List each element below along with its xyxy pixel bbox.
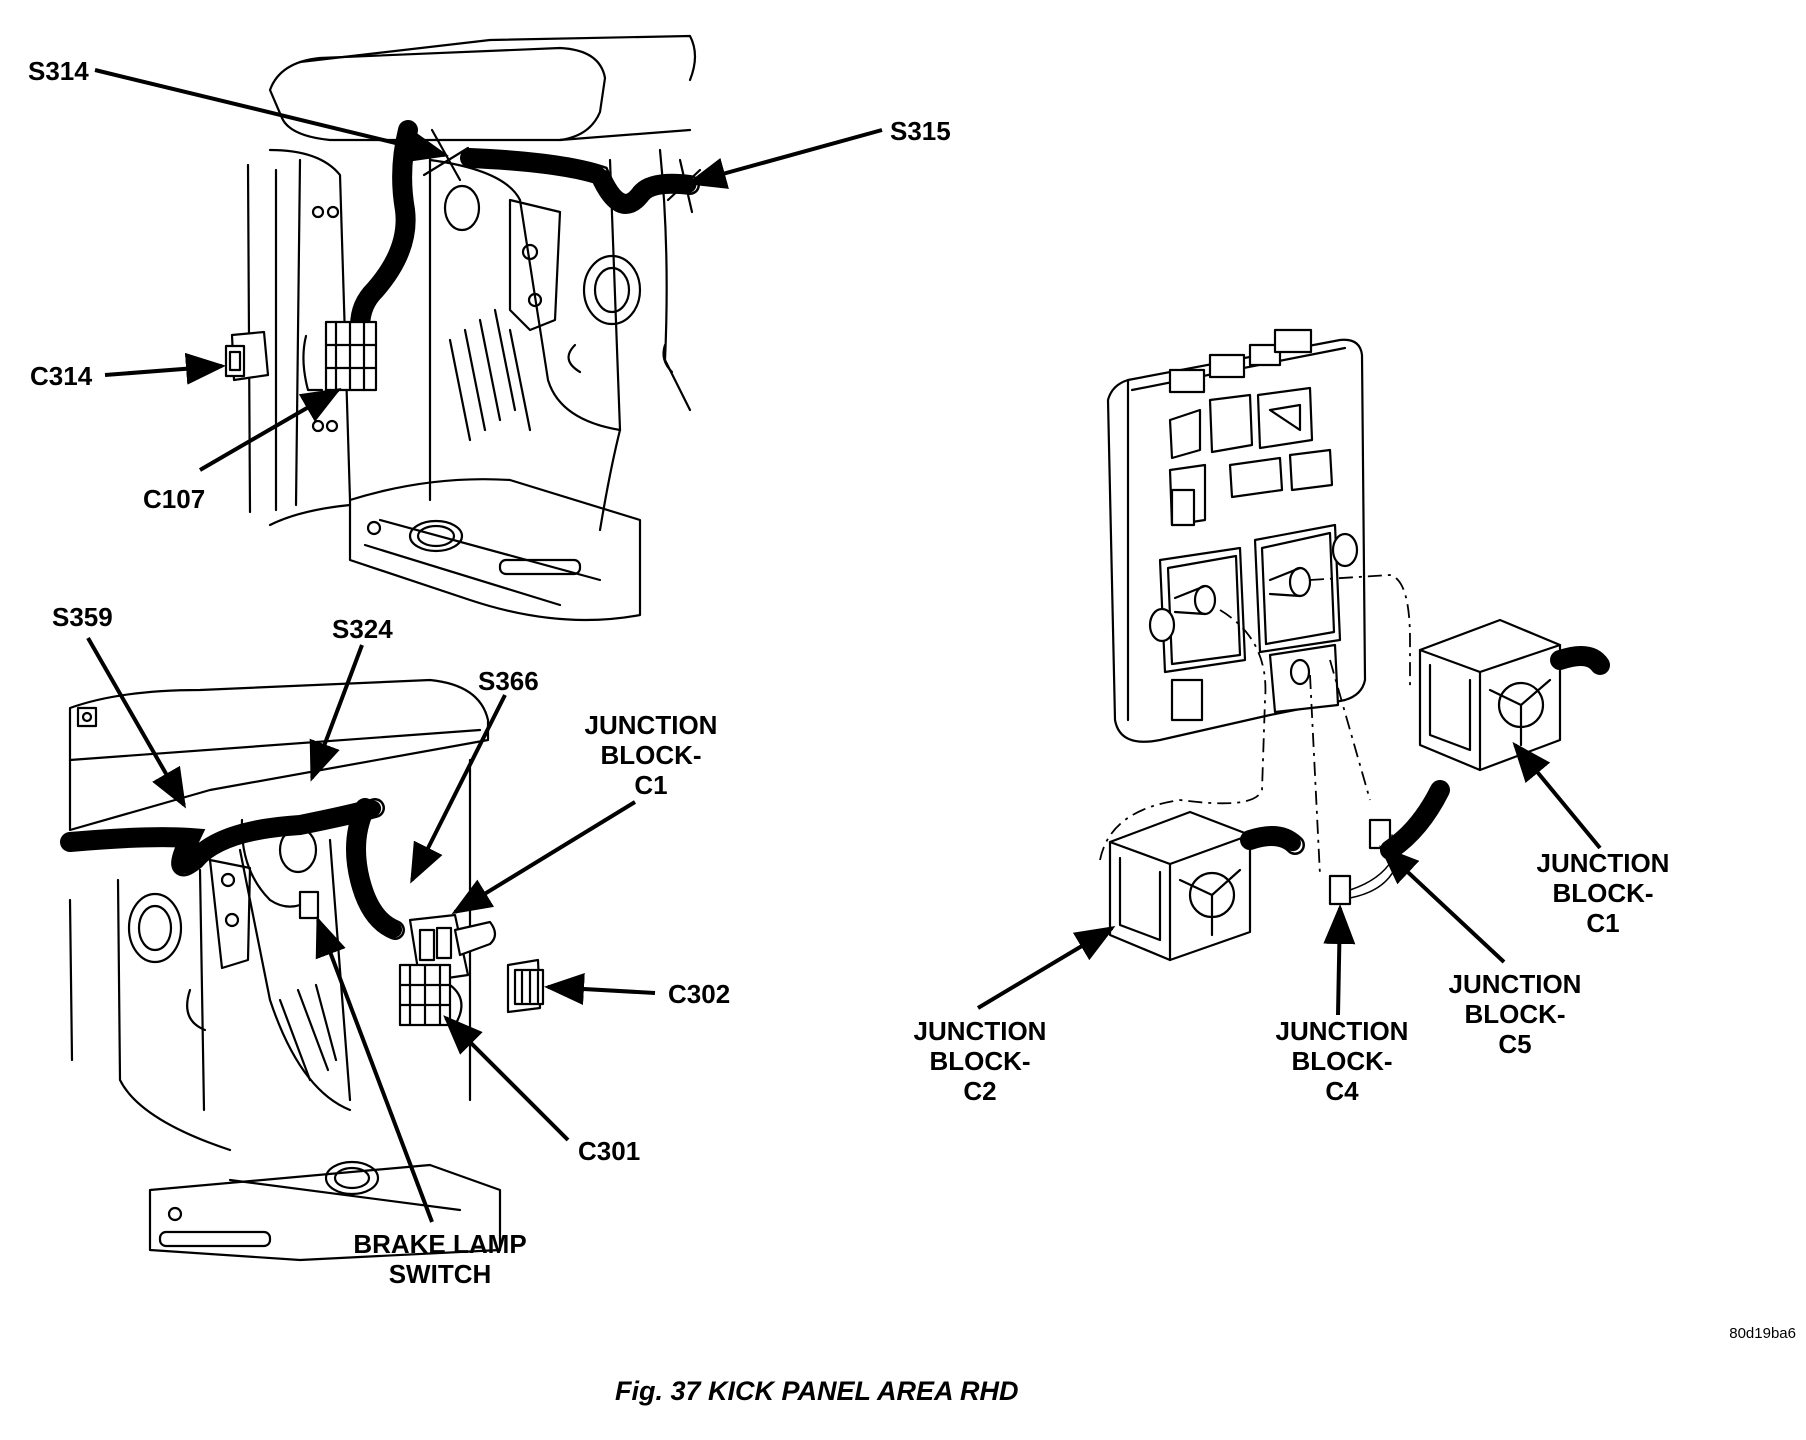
svg-text:SWITCH: SWITCH [389, 1259, 492, 1289]
label-junction-block-c1-left: JUNCTION BLOCK- C1 [585, 710, 718, 800]
arrow-s359 [86, 637, 186, 809]
svg-text:JUNCTION: JUNCTION [1537, 848, 1670, 878]
label-junction-block-c5: JUNCTION BLOCK- C5 [1449, 969, 1582, 1059]
svg-text:C4: C4 [1325, 1076, 1359, 1106]
label-c314: C314 [30, 361, 93, 391]
svg-text:C1: C1 [634, 770, 667, 800]
arrow-c302 [544, 973, 656, 1005]
label-junction-block-c2: JUNCTION BLOCK- C2 [914, 1016, 1047, 1106]
arrow-s314 [94, 68, 449, 163]
svg-text:BLOCK-: BLOCK- [1291, 1046, 1392, 1076]
arrow-jb-c4 [1323, 904, 1356, 1016]
labels: S314 S315 C314 C107 S359 S324 S366 JUNCT… [28, 56, 1796, 1406]
svg-text:BLOCK-: BLOCK- [929, 1046, 1030, 1076]
arrow-jb-c2 [976, 925, 1116, 1010]
lower-kick-panel-view [60, 678, 545, 1262]
arrow-c107 [198, 387, 342, 472]
svg-text:C2: C2 [963, 1076, 996, 1106]
arrow-jb-c5 [1379, 845, 1506, 964]
label-c302: C302 [668, 979, 730, 1009]
leader-arrows [86, 68, 1602, 1223]
label-s366: S366 [478, 666, 539, 696]
label-brake-lamp-switch: BRAKE LAMP SWITCH [353, 1229, 526, 1289]
label-s315: S315 [890, 116, 951, 146]
label-c107: C107 [143, 484, 205, 514]
upper-kick-panel-view [224, 34, 702, 622]
svg-text:C5: C5 [1498, 1029, 1531, 1059]
label-s314: S314 [28, 56, 89, 86]
label-junction-block-c4: JUNCTION BLOCK- C4 [1276, 1016, 1409, 1106]
label-s359: S359 [52, 602, 113, 632]
svg-text:BRAKE LAMP: BRAKE LAMP [353, 1229, 526, 1259]
arrow-s324 [309, 644, 364, 782]
svg-text:C1: C1 [1586, 908, 1619, 938]
image-code: 80d19ba6 [1729, 1325, 1796, 1342]
svg-text:JUNCTION: JUNCTION [914, 1016, 1047, 1046]
label-s324: S324 [332, 614, 393, 644]
junction-block-view [1099, 328, 1610, 962]
figure-caption: Fig. 37 KICK PANEL AREA RHD [615, 1376, 1019, 1406]
arrow-s315 [686, 128, 883, 189]
arrow-jb-c1-left [451, 800, 637, 915]
svg-text:JUNCTION: JUNCTION [585, 710, 718, 740]
svg-text:BLOCK-: BLOCK- [1464, 999, 1565, 1029]
arrow-jb-c1-right [1512, 741, 1602, 850]
svg-text:JUNCTION: JUNCTION [1276, 1016, 1409, 1046]
arrow-c301 [443, 1015, 570, 1142]
svg-text:JUNCTION: JUNCTION [1449, 969, 1582, 999]
arrow-brake-lamp-switch [315, 916, 434, 1223]
label-junction-block-c1-right: JUNCTION BLOCK- C1 [1537, 848, 1670, 938]
arrow-c314 [104, 352, 226, 385]
label-c301: C301 [578, 1136, 640, 1166]
svg-text:BLOCK-: BLOCK- [1552, 878, 1653, 908]
arrow-s366 [410, 694, 507, 884]
svg-text:BLOCK-: BLOCK- [600, 740, 701, 770]
